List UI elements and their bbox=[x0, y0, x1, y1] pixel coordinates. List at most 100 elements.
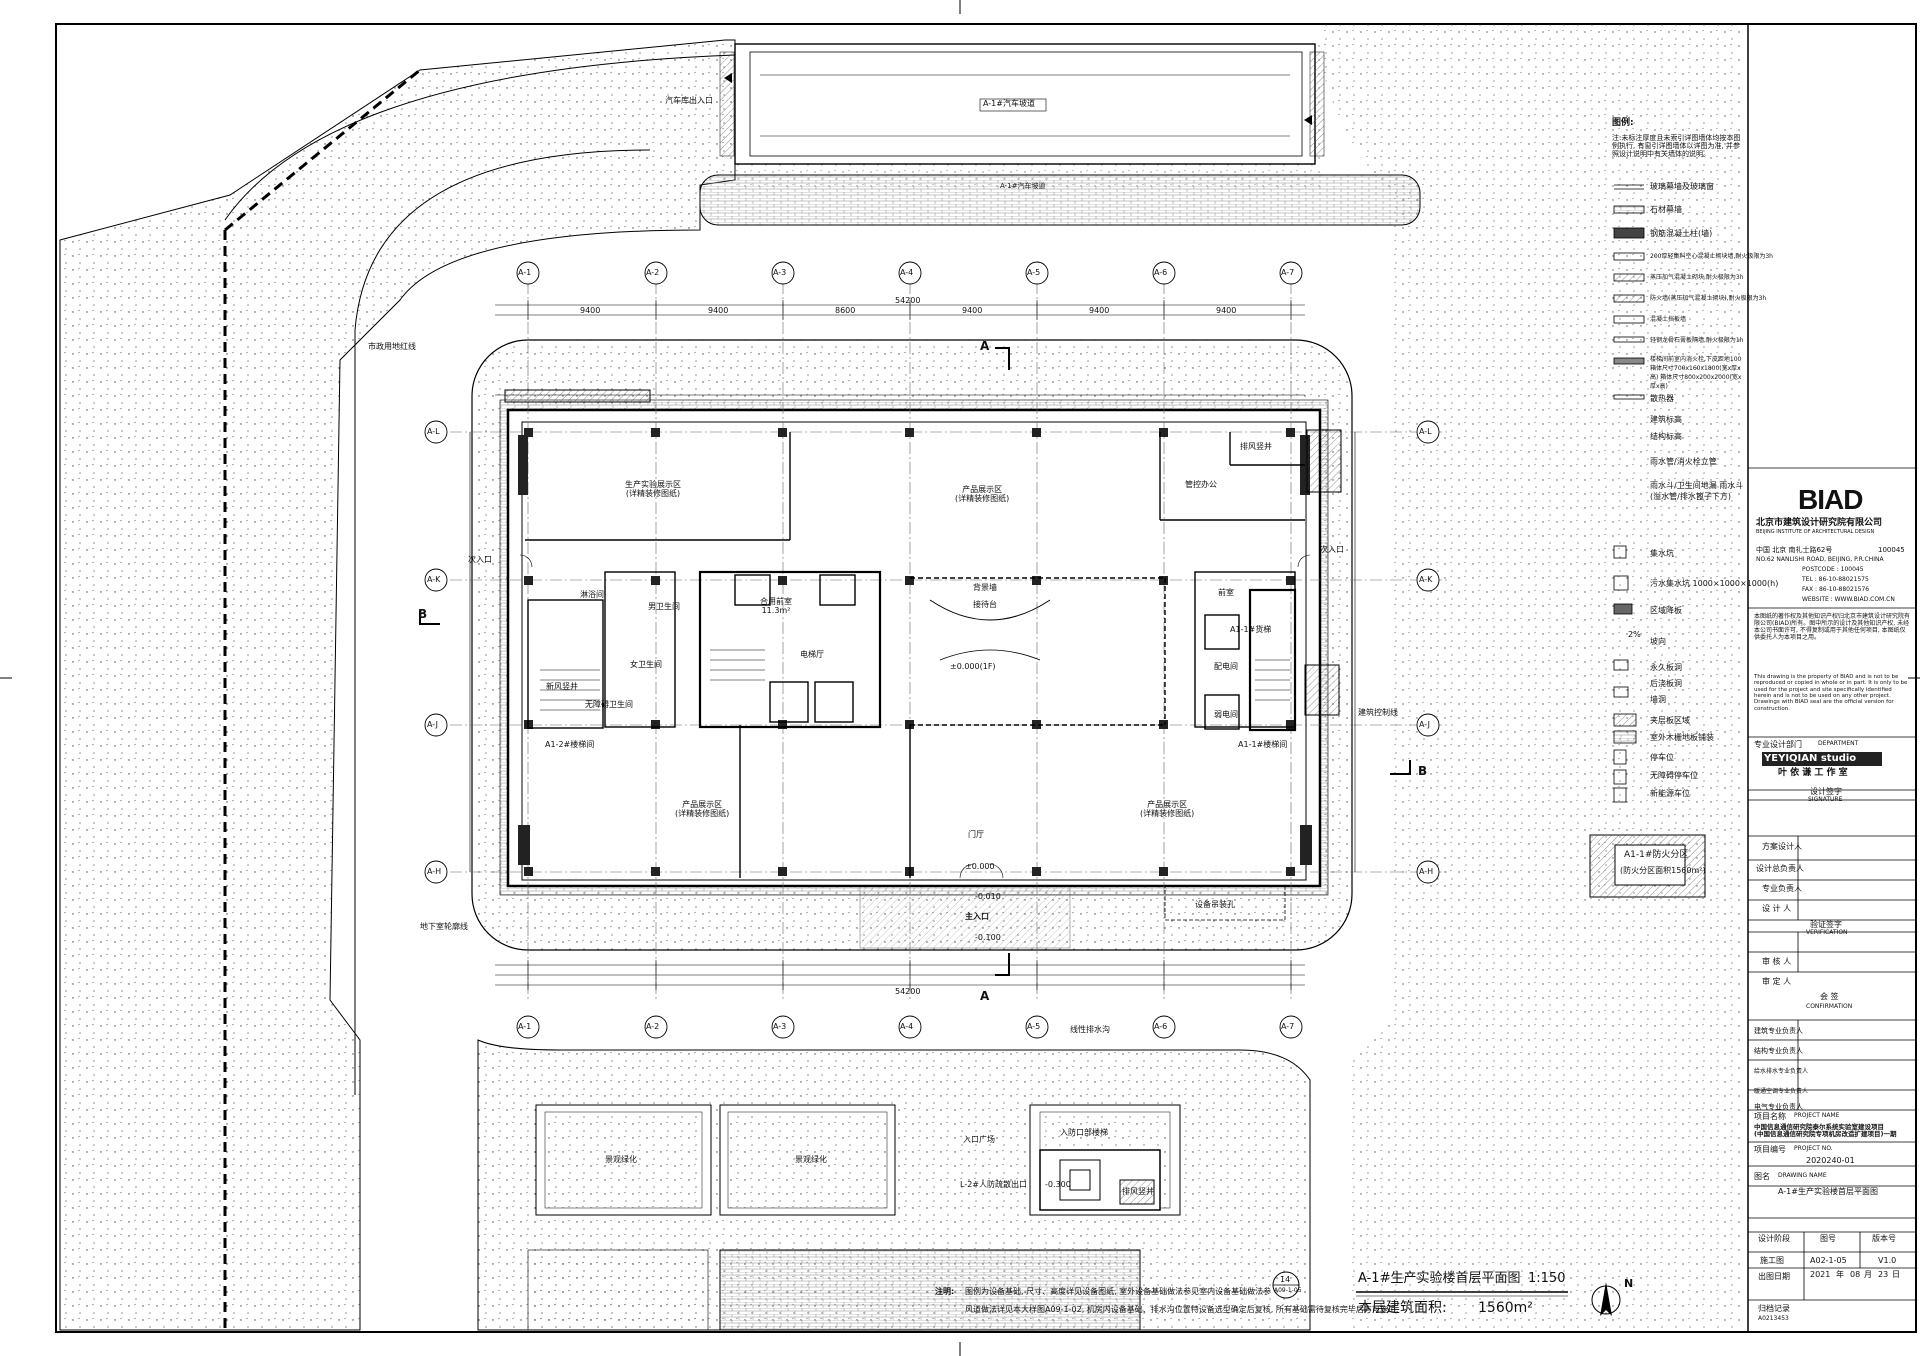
fax: FAX : 86-10-88021576 bbox=[1802, 586, 1870, 593]
legend-item-12: 结构标高 bbox=[1650, 432, 1682, 441]
grid-label-a1-bottom: A-1 bbox=[518, 1022, 532, 1031]
sign-row-4: 设 计 人 bbox=[1762, 904, 1792, 913]
room-label-r30: 市政用地红线 bbox=[368, 342, 416, 351]
room-label-r32: 建筑控制线 bbox=[1358, 708, 1398, 717]
legend-header: 图例: bbox=[1612, 118, 1634, 128]
disclaimer-cn: 本图纸的著作权及其他知识产权归北京市建筑设计研究院有限公司(BIAD)所有。图中… bbox=[1754, 613, 1911, 641]
room-label-r33: 线性排水沟 bbox=[1070, 1025, 1110, 1034]
legend-item-7: 混凝土挡板墙 bbox=[1650, 316, 1687, 323]
website: WEBSITE : WWW.BIAD.COM.CN bbox=[1802, 596, 1895, 603]
drawing-label-en: DRAWING NAME bbox=[1778, 1172, 1827, 1179]
section-a-top: A bbox=[980, 339, 990, 353]
elev-step: -0.010 bbox=[975, 892, 1001, 901]
dim-total-top: 54200 bbox=[895, 296, 921, 305]
room-label-r23: 无障碍卫生间 bbox=[585, 700, 633, 709]
room-label-r27: L-2#人防疏散出口 bbox=[960, 1180, 1027, 1189]
project-label: 项目名称 bbox=[1754, 1112, 1786, 1121]
project-name: 中国信息通信研究院泰尔系统实验室建设项目 (中国信息通信研究院专项机房改造扩建项… bbox=[1754, 1123, 1897, 1139]
dim-bay-3: 8600 bbox=[835, 306, 856, 315]
drawing-label: 图名 bbox=[1754, 1172, 1770, 1181]
room-label-r22: A1-1#货梯 bbox=[1230, 625, 1272, 634]
notes-text2: 风道做法详见本大样图A09-1-02, 机房内设备基础、排水沟位置特设备选型确定… bbox=[965, 1305, 1399, 1314]
notes-label: 注明: bbox=[935, 1287, 955, 1296]
grid-label-a6-bottom: A-6 bbox=[1154, 1022, 1168, 1031]
confirm-label-en: CONFIRMATION bbox=[1806, 1003, 1853, 1010]
tel: TEL : 86-10-88021575 bbox=[1802, 576, 1869, 583]
grid-label-al-right: A-L bbox=[1419, 427, 1432, 436]
grid-label-ak-left: A-K bbox=[427, 575, 441, 584]
company-name-en: BEIJING INSTITUTE OF ARCHITECTURAL DESIG… bbox=[1756, 529, 1875, 535]
grid-label-ah-right: A-H bbox=[1419, 867, 1434, 876]
sign-label: 设计签字 bbox=[1810, 787, 1842, 796]
room-label-r25: 景观绿化 bbox=[605, 1155, 637, 1164]
postcode-cn: 100045 bbox=[1878, 546, 1905, 554]
legend-item-13: 雨水管/消火栓立管 bbox=[1650, 457, 1717, 466]
dim-bay-4: 9400 bbox=[962, 306, 983, 315]
phase-label: 设计阶段 bbox=[1758, 1234, 1790, 1243]
fire-zone-label: A1-1#防火分区 bbox=[1624, 850, 1689, 860]
room-label-r10: 合用前室 11.3m² bbox=[760, 597, 792, 616]
legend-slope-value: 2% bbox=[1628, 630, 1641, 639]
sign-row-1: 方案设计人 bbox=[1762, 842, 1802, 851]
sign-label-en: SIGNATURE bbox=[1808, 796, 1843, 803]
version-value: V1.0 bbox=[1878, 1256, 1897, 1265]
record-label: 归档记录 bbox=[1758, 1304, 1790, 1313]
verify-label: 验证签字 bbox=[1810, 920, 1842, 929]
legend-item-17: 区域降板 bbox=[1650, 606, 1682, 615]
room-label-r4: 背景墙 bbox=[973, 583, 997, 592]
legend-item-15: 集水坑 bbox=[1650, 549, 1674, 558]
legend-item-2: 石材幕墙 bbox=[1650, 205, 1682, 214]
drawno-label: 图号 bbox=[1820, 1234, 1836, 1243]
disclaimer-en: This drawing is the property of BIAD and… bbox=[1754, 674, 1908, 712]
title-block: BIAD 北京市建筑设计研究院有限公司 BEIJING INSTITUTE OF… bbox=[1750, 470, 1914, 1332]
legend-item-24: 停车位 bbox=[1650, 753, 1674, 762]
grid-label-a6-top: A-6 bbox=[1154, 268, 1168, 277]
sheet-circle-bottom: A09-1-05 bbox=[1274, 1287, 1302, 1294]
room-label-r6: 产品展示区 (详精装修图纸) bbox=[675, 800, 730, 819]
project-label-en: PROJECT NAME bbox=[1794, 1112, 1840, 1119]
grid-label-ak-right: A-K bbox=[1419, 575, 1433, 584]
legend-item-20: 后浇板洞 bbox=[1650, 679, 1682, 688]
legend-item-6: 防火墙(蒸压加气混凝土砌块),耐火极限为3h bbox=[1650, 295, 1767, 302]
date-day-unit: 日 bbox=[1892, 1270, 1900, 1279]
room-label-r17: 设备吊装孔 bbox=[1195, 900, 1235, 909]
section-b-right: B bbox=[1418, 764, 1428, 778]
grid-label-a2-top: A-2 bbox=[646, 268, 660, 277]
room-label-r3: 管控办公 bbox=[1185, 480, 1217, 489]
record-value: A0213453 bbox=[1758, 1315, 1789, 1322]
elev-sub: -0.300 bbox=[1045, 1180, 1071, 1189]
room-label-r26: 景观绿化 bbox=[795, 1155, 827, 1164]
grid-label-al-left: A-L bbox=[427, 427, 440, 436]
legend-item-1: 玻璃幕墙及玻璃窗 bbox=[1650, 182, 1714, 191]
confirm-label: 会 签 bbox=[1820, 992, 1839, 1001]
room-label-r21: 弱电间 bbox=[1214, 710, 1238, 719]
project-no-label: 项目编号 bbox=[1754, 1145, 1786, 1154]
dept-label-en: DEPARTMENT bbox=[1818, 740, 1859, 747]
room-label-r5: 接待台 bbox=[973, 600, 997, 609]
dim-bay-2: 9400 bbox=[708, 306, 729, 315]
elev-door: ±0.000 bbox=[965, 862, 995, 871]
drawno-value: A02-1-05 bbox=[1810, 1256, 1847, 1265]
biad-logo: BIAD bbox=[1798, 484, 1863, 515]
drawing-name: A-1#生产实验楼首层平面图 bbox=[1778, 1187, 1878, 1196]
confirm-row-1: 建筑专业负责人 bbox=[1754, 1027, 1803, 1035]
confirm-row-2: 结构专业负责人 bbox=[1754, 1047, 1803, 1055]
room-label-r2: 产品展示区 (详精装修图纸) bbox=[955, 485, 1010, 504]
legend-note: 注:未标注厚度且未索引详图墙体均按本图例执行, 有窗引详图墙体以详图为准, 并参… bbox=[1612, 134, 1741, 159]
postcode: POSTCODE : 100045 bbox=[1802, 566, 1864, 573]
legend: 图例: 注:未标注厚度且未索引详图墙体均按本图例执行, 有窗引详图墙体以详图为准… bbox=[1612, 118, 1778, 818]
grid-label-aj-left: A-J bbox=[427, 720, 438, 729]
dim-bay-1: 9400 bbox=[580, 306, 601, 315]
confirm-row-4: 暖通空调专业负责人 bbox=[1754, 1088, 1809, 1095]
legend-item-8: 轻钢龙骨石膏板隔墙,耐火极限为1h bbox=[1650, 337, 1744, 344]
room-label-r18: A1-2#楼梯间 bbox=[545, 740, 595, 749]
dim-bay-6: 9400 bbox=[1216, 306, 1237, 315]
room-label-r20: 淋浴间 bbox=[580, 590, 604, 599]
room-label-r11: 男卫生间 bbox=[648, 602, 680, 611]
project-no: 2020240-01 bbox=[1806, 1156, 1855, 1165]
project-no-label-en: PROJECT NO. bbox=[1794, 1145, 1833, 1152]
room-label-r9: 电梯厅 bbox=[800, 650, 824, 659]
elev-main: ±0.000(1F) bbox=[950, 662, 996, 671]
room-label-r13: 前室 bbox=[1218, 588, 1234, 597]
